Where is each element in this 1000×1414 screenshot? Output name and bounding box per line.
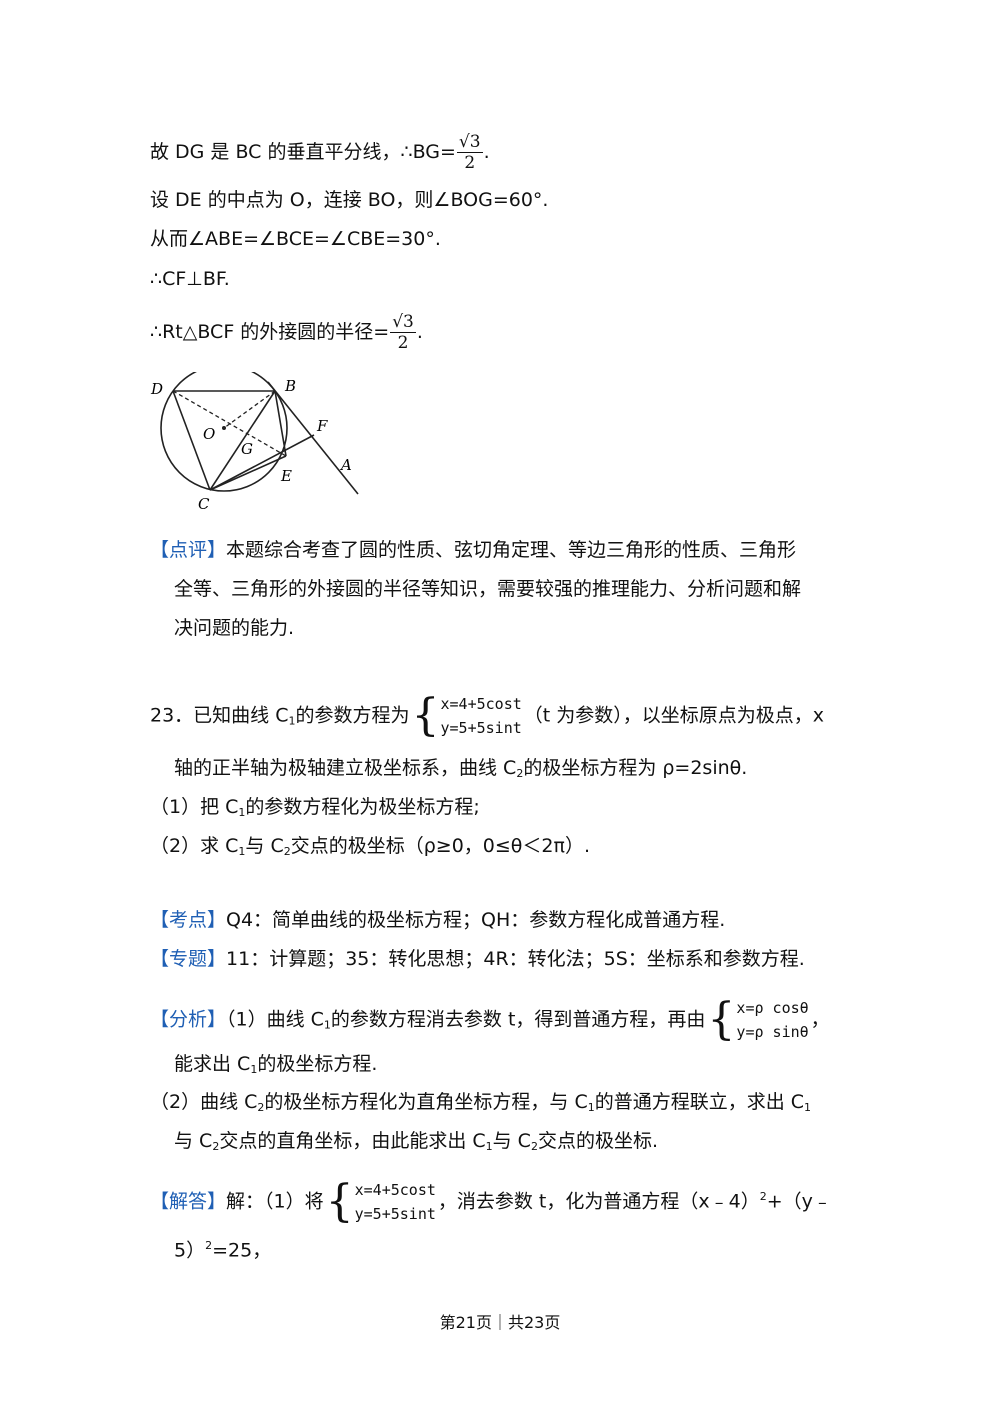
review-line-2: 全等、三角形的外接圆的半径等知识，需要较强的推理能力、分析问题和解 [174,578,802,600]
review-line-1: 【点评】本题综合考查了圆的性质、弦切角定理、等边三角形的性质、三角形 [150,539,797,561]
circle [160,372,288,492]
label-o: O [203,425,215,443]
label-g: G [241,440,253,458]
line-cf-perp-bf: ∴CF⊥BF. [150,268,230,290]
question-23-part-2: （2）求 C1与 C2交点的极坐标（ρ≥0，0≤θ＜2π）. [150,835,590,858]
jieda-tag: 【解答】 [150,1190,227,1213]
fenxi-line-4: 与 C2交点的直角坐标，由此能求出 C1与 C2交点的极坐标. [174,1130,658,1153]
label-b: B [284,377,296,395]
fenxi-tag: 【分析】 [150,1008,227,1031]
zhuanti-tag: 【专题】 [150,948,227,970]
dashed-de [172,390,287,457]
segment-bc [209,390,276,491]
kaodian-tag: 【考点】 [150,909,227,931]
zhuanti-line: 【专题】11：计算题；35：转化思想；4R：转化法；5S：坐标系和参数方程. [150,948,805,970]
line-angle-equalities: 从而∠ABE=∠BCE=∠CBE=30°. [150,228,441,250]
segment-dc [172,390,211,491]
label-c: C [198,495,210,513]
question-23-line-2: 轴的正半轴为极轴建立极坐标系，曲线 C2的极坐标方程为 ρ=2sinθ. [174,757,748,780]
circle-geometry-figure: D B O G F A E C [150,372,359,513]
kaodian-line: 【考点】Q4：简单曲线的极坐标方程；QH：参数方程化成普通方程. [150,909,726,931]
line-midpoint-o: 设 DE 的中点为 O，连接 BO，则∠BOG=60°. [150,189,549,211]
segment-cf [209,434,315,491]
fenxi-line-1: 【分析】（1）曲线 C1的参数方程消去参数 t，得到普通方程，再由{x=ρ co… [150,994,830,1045]
label-a: A [339,456,352,474]
segment-be [274,390,287,457]
fenxi-line-3: （2）曲线 C2的极坐标方程化为直角坐标方程，与 C1的普通方程联立，求出 C1 [150,1091,812,1114]
question-23-part-1: （1）把 C1的参数方程化为极坐标方程; [150,796,480,819]
label-d: D [150,380,163,398]
review-tag: 【点评】 [150,539,227,561]
fenxi-line-2: 能求出 C1的极坐标方程. [174,1053,378,1076]
dashed-bo [223,390,276,429]
label-e: E [280,467,292,485]
jieda-line-2: 5）2=25， [174,1239,272,1262]
label-f: F [316,417,328,435]
tangent-line-ba [267,381,359,495]
page-footer: 第21页｜共23页 [439,1313,561,1332]
center-point-o [222,426,226,430]
review-line-3: 决问题的能力. [174,617,295,639]
segment-ce [209,455,287,491]
